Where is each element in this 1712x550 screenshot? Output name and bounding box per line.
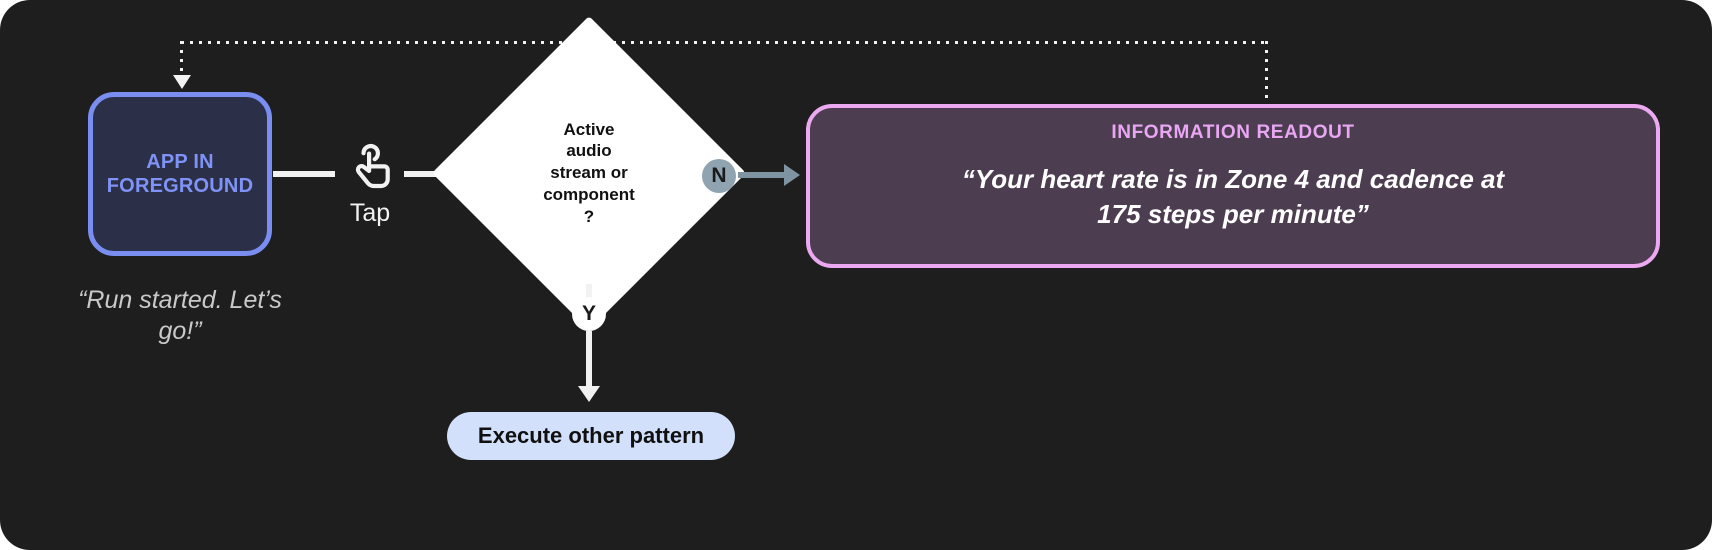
pill-label: Execute other pattern — [477, 423, 705, 448]
connector-no-to-readout — [738, 172, 790, 178]
tap-gesture-group: Tap — [330, 140, 410, 228]
node-execute-other-pattern[interactable]: Execute other pattern — [447, 412, 735, 460]
readout-body: “Your heart rate is in Zone 4 and cadenc… — [961, 164, 1505, 229]
feedback-dotted-vertical-left — [180, 41, 183, 77]
node-app-label: APP IN FOREGROUND — [106, 150, 254, 197]
tap-gesture-label: Tap — [349, 199, 391, 227]
feedback-arrowhead-icon — [173, 75, 191, 89]
tap-gesture-icon — [330, 140, 410, 197]
feedback-dotted-horizontal — [181, 41, 1268, 44]
branch-badge-no: N — [702, 159, 736, 193]
node-information-readout[interactable]: INFORMATION READOUT “Your heart rate is … — [806, 104, 1660, 268]
node-app-in-foreground[interactable]: APP IN FOREGROUND — [88, 92, 272, 256]
readout-arrowhead-icon — [784, 164, 800, 186]
decision-label: Active audio stream or component ? — [543, 119, 635, 226]
branch-badge-yes: Y — [572, 297, 606, 331]
readout-title: INFORMATION READOUT — [1111, 122, 1355, 143]
pill-arrowhead-icon — [578, 386, 600, 402]
connector-decision-to-yes — [586, 284, 592, 300]
connector-yes-to-pill — [586, 331, 592, 393]
node-decision[interactable]: Active audio stream or component ? — [432, 16, 746, 330]
connector-app-to-tap — [273, 171, 335, 177]
node-app-caption: “Run started. Let’s go!” — [78, 286, 282, 345]
feedback-dotted-vertical-right — [1265, 41, 1268, 107]
